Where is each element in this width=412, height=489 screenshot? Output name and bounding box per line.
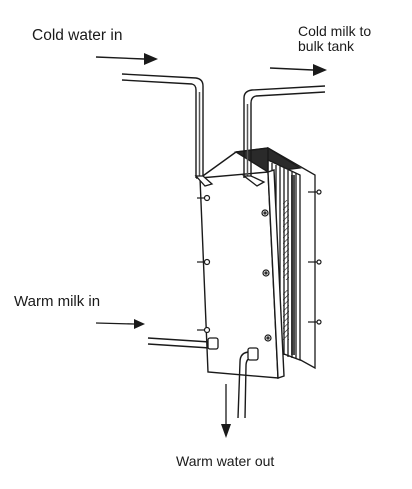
arrow-warm-water-out <box>221 384 231 438</box>
warm-water-nozzle <box>247 347 259 361</box>
bolt <box>197 258 211 266</box>
warm-milk-in-pipe <box>147 337 211 349</box>
arrow-warm-milk-in <box>95 319 145 329</box>
bolt <box>197 326 211 334</box>
label-warm-milk-in: Warm milk in <box>14 293 101 310</box>
bolt <box>197 194 211 202</box>
bolt <box>262 269 270 277</box>
cold-milk-nozzle <box>242 175 266 187</box>
bolt-row-left <box>197 194 211 334</box>
arrow-cold-milk-out <box>269 64 327 76</box>
front-plate <box>199 147 285 379</box>
bolt <box>261 209 269 217</box>
cold-water-in-pipe <box>121 73 204 179</box>
label-cold-water-in: Cold water in <box>32 27 123 44</box>
warm-milk-nozzle <box>207 337 219 350</box>
bolt-row-right <box>261 189 322 342</box>
bolt <box>308 259 322 265</box>
cold-water-nozzle <box>194 175 214 187</box>
bolt <box>308 189 322 195</box>
arrow-cold-water-in <box>95 53 158 65</box>
bolt <box>264 334 272 342</box>
label-cold-milk-to-bulk-tank: Cold milk to bulk tank <box>298 23 372 54</box>
label-warm-water-out: Warm water out <box>176 453 275 469</box>
bolt <box>308 319 322 325</box>
cold-milk-out-pipe <box>243 85 326 178</box>
